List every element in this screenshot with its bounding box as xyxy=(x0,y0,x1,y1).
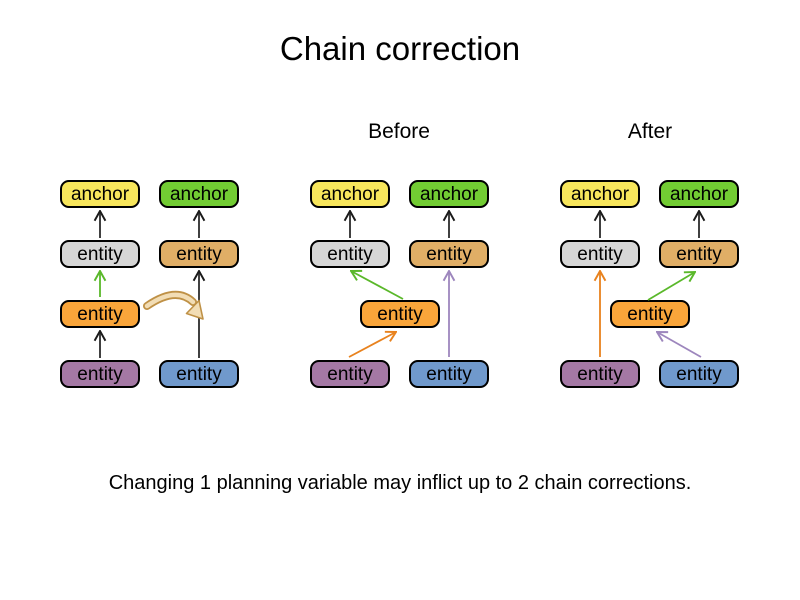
current-anchor-green: anchor xyxy=(159,180,239,208)
move-arrow xyxy=(143,291,204,320)
after-entity-purple: entity xyxy=(560,360,640,388)
caption: Changing 1 planning variable may inflict… xyxy=(108,472,692,494)
current-entity-purple: entity xyxy=(60,360,140,388)
current-entity-orange: entity xyxy=(60,300,140,328)
after-entity-blue: entity xyxy=(659,360,739,388)
before-entity-purple: entity xyxy=(310,360,390,388)
after-heading: After xyxy=(627,120,673,143)
arrow-after-blue-to-orange xyxy=(657,332,702,358)
current-entity-tan: entity xyxy=(159,240,239,268)
current-anchor-yellow: anchor xyxy=(60,180,140,208)
after-anchor-yellow: anchor xyxy=(560,180,640,208)
before-entity-blue: entity xyxy=(409,360,489,388)
after-entity-tan: entity xyxy=(659,240,739,268)
before-anchor-green: anchor xyxy=(409,180,489,208)
arrow-before-orange-to-gray xyxy=(351,271,404,300)
page-title: Chain correction xyxy=(279,30,521,67)
before-entity-tan: entity xyxy=(409,240,489,268)
before-anchor-yellow: anchor xyxy=(310,180,390,208)
current-entity-gray: entity xyxy=(60,240,140,268)
after-entity-gray: entity xyxy=(560,240,640,268)
before-entity-gray: entity xyxy=(310,240,390,268)
current-entity-blue: entity xyxy=(159,360,239,388)
before-heading: Before xyxy=(368,120,430,143)
arrow-after-orange-to-tan xyxy=(647,272,695,301)
before-entity-orange: entity xyxy=(360,300,440,328)
arrow-before-purple-to-orange xyxy=(348,332,396,358)
after-entity-orange: entity xyxy=(610,300,690,328)
after-anchor-green: anchor xyxy=(659,180,739,208)
